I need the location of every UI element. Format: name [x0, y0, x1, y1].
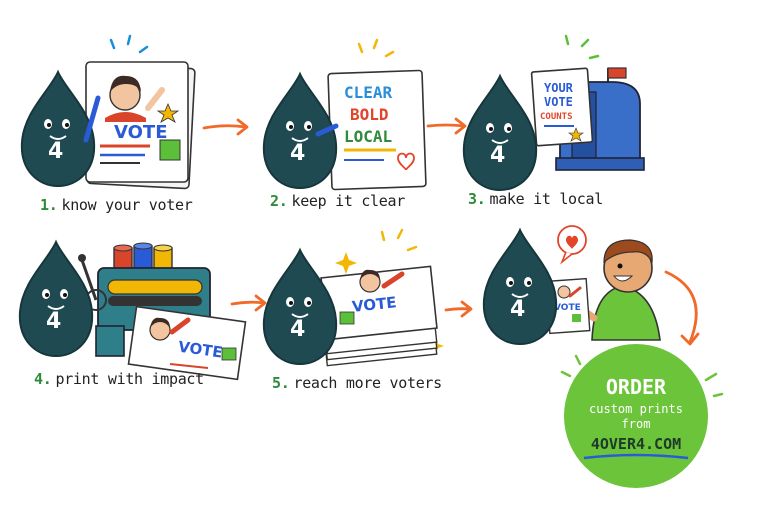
- pencil: [83, 95, 101, 143]
- step-text: keep it clear: [291, 192, 405, 210]
- step-number: 2.: [270, 192, 288, 210]
- arrow-right-icon: [426, 117, 467, 135]
- step-number: 4.: [34, 370, 52, 388]
- card-line-your: YOUR: [544, 81, 574, 95]
- step-label-1: 1.know your voter: [40, 196, 193, 214]
- arrow-right-icon: [444, 300, 473, 318]
- mascot-number: 4: [46, 309, 61, 334]
- step-2-illustration: CLEAR BOLD LOCAL 4: [262, 38, 427, 191]
- sparkle-lines: [564, 34, 600, 60]
- heart-bubble: [557, 225, 587, 265]
- handed-poster-vote-text: VOTE: [554, 303, 581, 313]
- flow-arrows: [202, 117, 700, 346]
- handoff-illustration: VOTE 4: [482, 225, 661, 345]
- sparkle-lines: [109, 34, 149, 54]
- arrow-right-icon: [230, 294, 267, 312]
- sign-line-local: LOCAL: [344, 127, 392, 146]
- step-number: 5.: [272, 374, 290, 392]
- sign-line-clear: CLEAR: [344, 83, 393, 102]
- step-text: print with impact: [55, 370, 204, 388]
- poster-stack: VOTE: [320, 265, 438, 367]
- order-title: ORDER: [606, 375, 667, 399]
- arrow-right-icon: [202, 118, 249, 136]
- mascot: [20, 71, 96, 187]
- card-line-counts: COUNTS: [540, 112, 573, 122]
- card-line-vote: VOTE: [544, 95, 573, 109]
- mascot-number: 4: [490, 143, 505, 168]
- clear-bold-local-sign: CLEAR BOLD LOCAL: [327, 69, 427, 191]
- order-site-link[interactable]: 4OVER4.COM: [591, 435, 681, 453]
- step-1-illustration: VOTE 4: [20, 34, 196, 190]
- step-3-illustration: YOUR VOTE COUNTS 4: [462, 34, 645, 191]
- mascot-number: 4: [290, 141, 305, 166]
- sparkle-lines: [560, 354, 724, 398]
- order-line-custom-prints: custom prints: [589, 402, 683, 416]
- step-5-illustration: VOTE 4: [262, 228, 444, 367]
- step-4-illustration: VOTE 4: [18, 241, 247, 381]
- step-text: know your voter: [61, 196, 193, 214]
- step-text: reach more voters: [293, 374, 442, 392]
- order-callout[interactable]: ORDER custom prints from 4OVER4.COM: [560, 344, 724, 488]
- step-number: 1.: [40, 196, 58, 214]
- step-label-4: 4.print with impact: [34, 370, 204, 388]
- mascot: [482, 229, 558, 345]
- stack-poster-vote-text: VOTE: [351, 293, 397, 316]
- order-circle[interactable]: [564, 344, 708, 488]
- printed-vote-poster: VOTE: [127, 305, 247, 381]
- mascot-number: 4: [48, 139, 63, 164]
- arrow-curve-down-icon: [664, 270, 700, 346]
- ink-cans: [113, 242, 173, 271]
- happy-voter: [576, 239, 661, 341]
- site-underline: [583, 453, 689, 460]
- voter-poster: VOTE: [85, 61, 196, 190]
- mascot: [462, 75, 538, 191]
- sparkle-lines: [357, 38, 395, 58]
- poster-vote-text: VOTE: [114, 122, 168, 143]
- step-label-2: 2.keep it clear: [270, 192, 405, 210]
- step-number: 3.: [468, 190, 486, 208]
- your-vote-counts-card: YOUR VOTE COUNTS: [530, 67, 594, 147]
- mascot-number: 4: [290, 317, 305, 342]
- step-text: make it local: [489, 190, 603, 208]
- mascot: [262, 249, 338, 365]
- order-line-from: from: [622, 417, 651, 431]
- sparkle-star: [335, 252, 357, 274]
- step-label-5: 5.reach more voters: [272, 374, 442, 392]
- marker: [315, 123, 339, 137]
- mascot-number: 4: [510, 297, 525, 322]
- sign-line-bold: BOLD: [350, 105, 389, 124]
- step-label-3: 3.make it local: [468, 190, 603, 208]
- sparkle-lines: [380, 228, 418, 252]
